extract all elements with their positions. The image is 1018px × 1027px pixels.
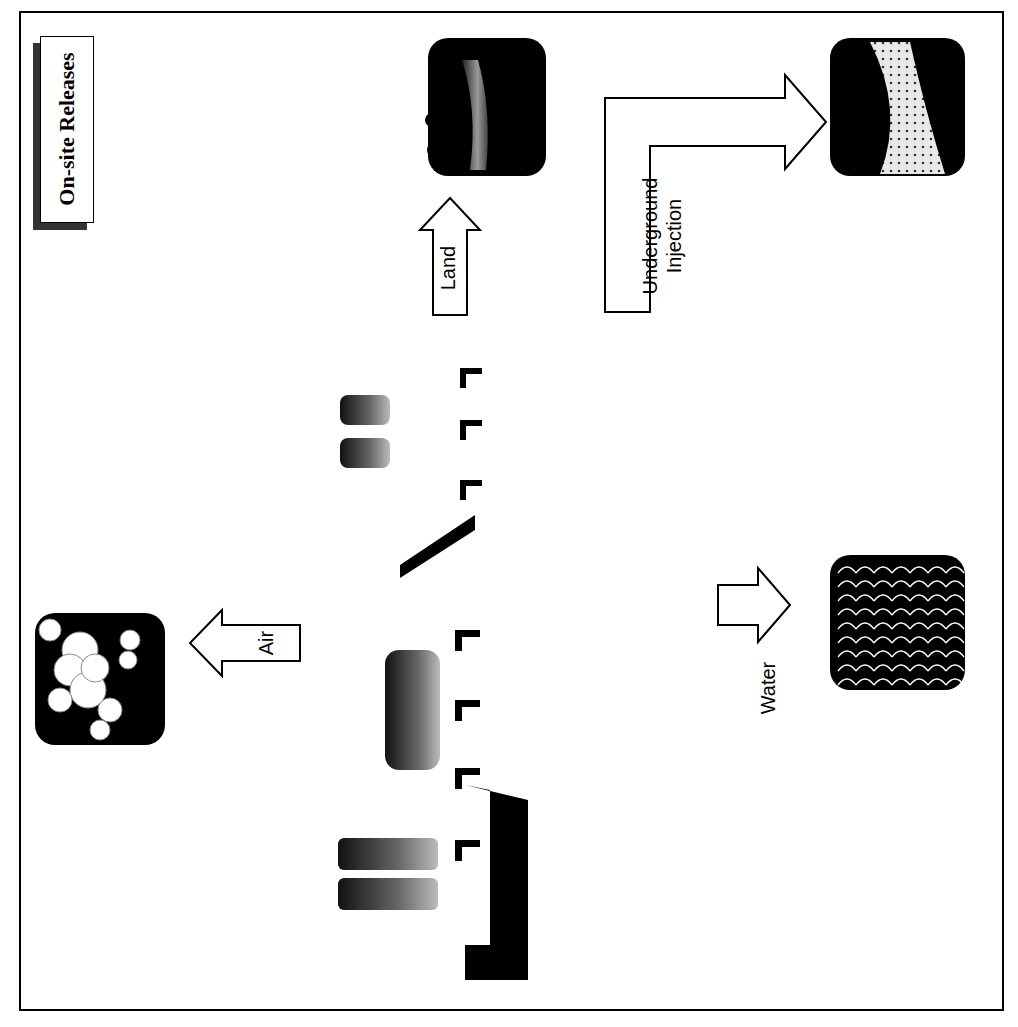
title-box: On-site Releases — [40, 36, 94, 223]
underground-icon — [830, 38, 965, 176]
land-label: Land — [436, 208, 460, 328]
land-icon — [425, 38, 546, 176]
frame — [20, 12, 1003, 1010]
air-label: Air — [254, 583, 278, 703]
title-text: On-site Releases — [54, 52, 80, 205]
factory — [338, 368, 528, 980]
injection-label: Underground Injection — [638, 171, 686, 301]
water-arrow — [718, 568, 790, 642]
water-icon — [830, 555, 965, 690]
injection-arrow — [605, 75, 826, 312]
air-icon — [35, 613, 165, 745]
air-arrow — [190, 610, 300, 676]
water-label: Water — [756, 628, 780, 748]
